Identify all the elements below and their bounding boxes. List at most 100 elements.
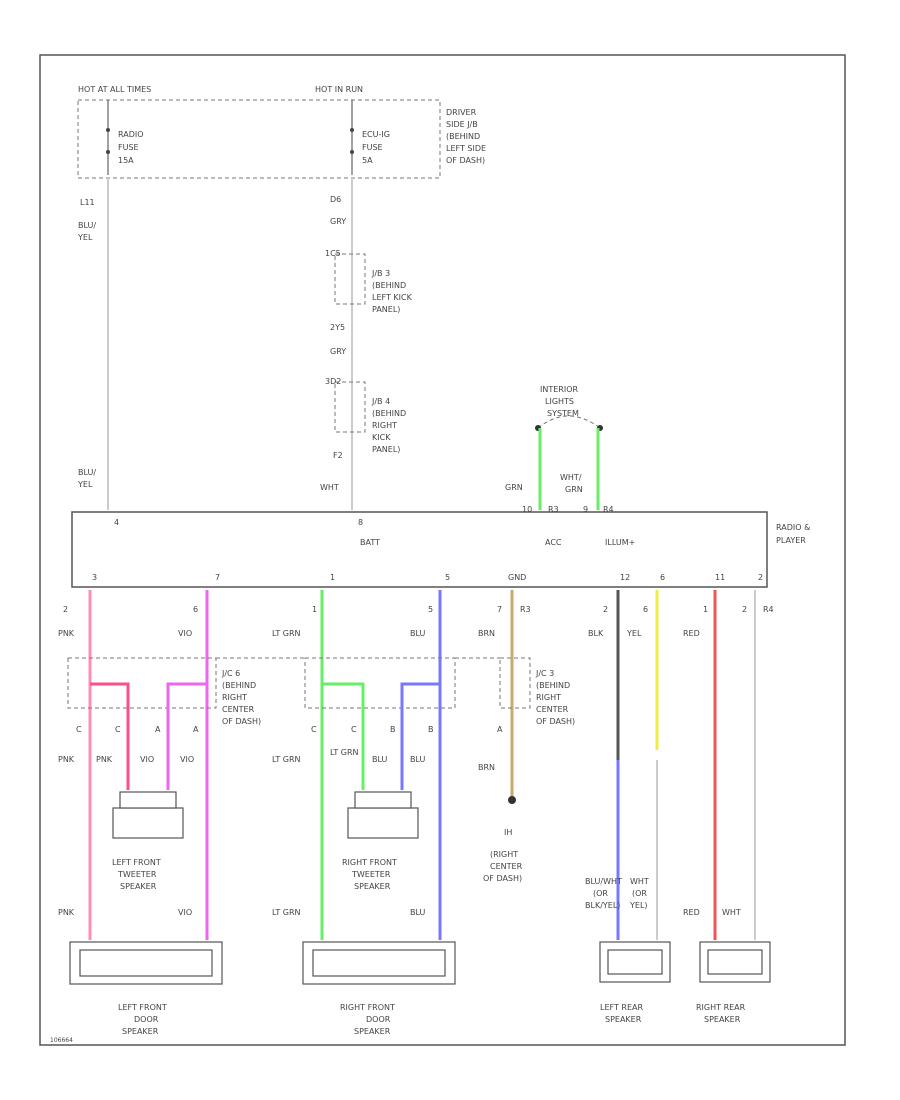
jc6-line5: OF DASH) xyxy=(222,717,261,726)
jb4-outline xyxy=(334,381,366,433)
rfd-line2: DOOR xyxy=(366,1015,391,1024)
sp-lt-a2: A xyxy=(193,725,199,734)
rr-line1: RIGHT REAR xyxy=(696,1003,746,1012)
dc-rr2: WHT xyxy=(722,908,741,917)
radio-pin-top-1: 4 xyxy=(114,518,119,527)
int-lights-3: SYSTEM xyxy=(547,409,579,418)
rft-line2: TWEETER xyxy=(351,870,391,879)
left-pin-l11: L11 xyxy=(80,198,95,207)
lfd-inner xyxy=(79,949,213,977)
sp-lt-c2: C xyxy=(115,725,121,734)
radio-pin-bottom-4: 5 xyxy=(445,573,450,582)
w-rr-color: RED xyxy=(683,629,700,638)
tw-r1: LT GRN xyxy=(272,755,301,764)
dc-rfd1: LT GRN xyxy=(272,908,301,917)
w-rr-pin: 1 xyxy=(703,605,708,614)
lt-tw-pos xyxy=(90,682,130,790)
ground-line2: CENTER xyxy=(490,862,523,871)
jb4-pin: 3D2 xyxy=(325,377,341,386)
right-tweeter-cone xyxy=(354,791,412,809)
jb-location-1: DRIVER xyxy=(446,108,477,117)
tw-r3: BLU xyxy=(372,755,388,764)
w-lr-pin: 2 xyxy=(603,605,608,614)
rr-line2: SPEAKER xyxy=(704,1015,741,1024)
radio-pin-top-2: 8 xyxy=(358,518,363,527)
jc3-line5: OF DASH) xyxy=(536,717,575,726)
ground-line3: OF DASH) xyxy=(483,874,522,883)
w-lr2-pin: 6 xyxy=(643,605,648,614)
radio-tag-illum: ILLUM+ xyxy=(605,538,635,547)
left-color-1: BLU/ xyxy=(78,221,96,230)
left-color2-1: BLU/ xyxy=(78,468,96,477)
jb3-pin: 1C5 xyxy=(325,249,341,258)
radio-pin-top-3: 10 xyxy=(522,505,532,514)
w-lfd2-color: VIO xyxy=(178,629,192,638)
footer-code: 106664 xyxy=(50,1037,73,1044)
tw-l4: VIO xyxy=(180,755,194,764)
w-lr2-color: YEL xyxy=(626,629,642,638)
jc6-line4: CENTER xyxy=(222,705,255,714)
dc-lr1-2: (OR xyxy=(593,889,608,898)
jb3-line1: J/B 3 xyxy=(371,269,390,278)
w-lfd2-pin: 6 xyxy=(193,605,198,614)
left-color2-2: YEL xyxy=(77,480,93,489)
rt-tw-pos xyxy=(322,682,365,790)
jb-location-5: OF DASH) xyxy=(446,156,485,165)
hot-at-all-label: HOT AT ALL TIMES xyxy=(78,85,151,94)
rfd-inner xyxy=(312,949,446,977)
ground-pin: IH xyxy=(504,828,512,837)
tw-l2: PNK xyxy=(96,755,113,764)
rfd-line1: RIGHT FRONT xyxy=(340,1003,395,1012)
dc-lr2-2: (OR xyxy=(632,889,647,898)
int-lights-2: LIGHTS xyxy=(545,397,574,406)
dc-lr1-1: BLU/WHT xyxy=(585,877,622,886)
jc3-line1: J/C 3 xyxy=(535,669,554,678)
dc-lr1-3: BLK/YEL) xyxy=(585,901,620,910)
jb-location-4: LEFT SIDE xyxy=(446,144,486,153)
rfd-line3: SPEAKER xyxy=(354,1027,391,1036)
sp-rt-c2: C xyxy=(351,725,357,734)
rr-inner xyxy=(707,949,763,975)
mid-color-wht: WHT xyxy=(320,483,339,492)
lr-line1: LEFT REAR xyxy=(600,1003,643,1012)
jc3-line2: (BEHIND xyxy=(536,681,570,690)
sp-gnd-a: A xyxy=(497,725,503,734)
w-rr2-pin: 2 xyxy=(742,605,747,614)
jb4-line1: J/B 4 xyxy=(371,397,390,406)
radio-pin-bottom-6: 12 xyxy=(620,573,630,582)
radio-pin-top-5: 9 xyxy=(583,505,588,514)
dc-rr1: RED xyxy=(683,908,700,917)
radio-pin-top-4: R3 xyxy=(548,505,559,514)
radio-pin-bottom-2: 7 xyxy=(215,573,220,582)
lfd-line1: LEFT FRONT xyxy=(118,1003,167,1012)
jc6-left-outline xyxy=(67,657,217,709)
w-rfd-pin: 1 xyxy=(312,605,317,614)
driver-jb-outline xyxy=(77,99,441,179)
ecu-fuse-line2: FUSE xyxy=(362,143,383,152)
w-gnd-color: BRN xyxy=(478,629,495,638)
radio-tag-batt: BATT xyxy=(360,538,380,547)
lfd-line3: SPEAKER xyxy=(122,1027,159,1036)
mid-pin-d6: D6 xyxy=(330,195,341,204)
left-tweeter-speaker xyxy=(112,807,184,839)
jb-location-2: SIDE J/B xyxy=(446,120,478,129)
jc3-outline xyxy=(499,657,531,709)
lt-tw-neg xyxy=(166,682,207,790)
w-rfd2-color: BLU xyxy=(410,629,426,638)
w-gnd-pin2: R3 xyxy=(520,605,531,614)
left-tweeter-cone xyxy=(119,791,177,809)
tw-r4: BLU xyxy=(410,755,426,764)
ecu-fuse-line3: 5A xyxy=(362,156,373,165)
radio-tag-acc: ACC xyxy=(545,538,562,547)
jb4-line3: RIGHT xyxy=(372,421,397,430)
ground-line1: (RIGHT xyxy=(490,850,518,859)
jc6-line3: RIGHT xyxy=(222,693,247,702)
radio-pin-bottom-1: 3 xyxy=(92,573,97,582)
rt-tw-neg xyxy=(400,682,440,790)
illum-whtgrn-1: WHT/ xyxy=(560,473,582,482)
radio-pin-bottom-3: 1 xyxy=(330,573,335,582)
sp-lt-a: A xyxy=(155,725,161,734)
radio-pin-bottom-8: 11 xyxy=(715,573,725,582)
jb4-line5: PANEL) xyxy=(372,445,400,454)
left-color-2: YEL xyxy=(77,233,93,242)
